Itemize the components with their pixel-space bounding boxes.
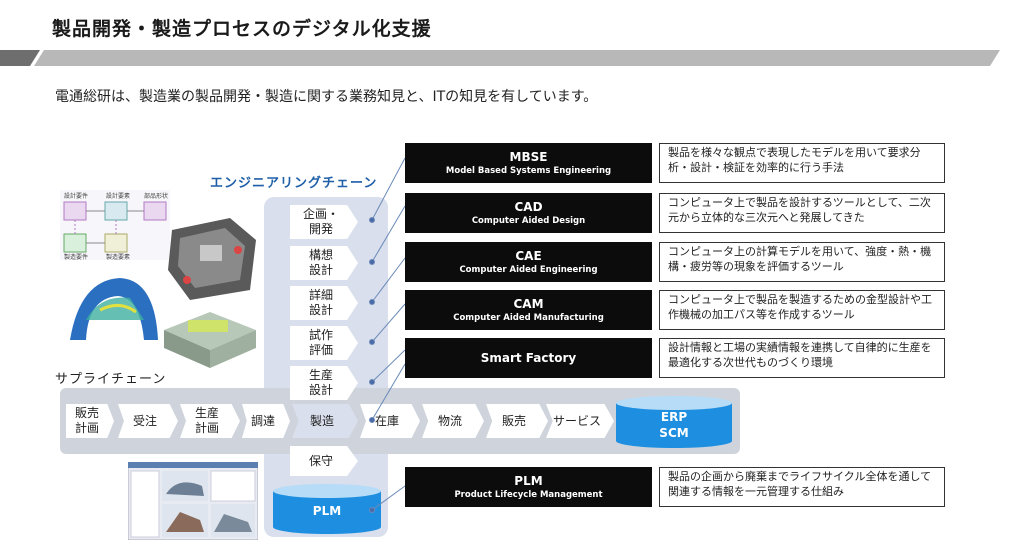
cad-part-image bbox=[168, 218, 256, 300]
diagram-label-design-spec: 設計要素 bbox=[106, 192, 130, 200]
eng-step-prototype-eval: 試作 評価 bbox=[290, 326, 358, 360]
plm-database-icon bbox=[273, 484, 381, 534]
eng-step-concept-design: 構想 設計 bbox=[290, 246, 358, 280]
tool-box-mbse: MBSE Model Based Systems Engineering bbox=[405, 143, 652, 183]
sc-step-procurement: 調達 bbox=[242, 404, 290, 438]
diagram-label-mfg-spec: 製造要素 bbox=[106, 253, 130, 261]
tool-fullname-plm: Product Lifecycle Management bbox=[454, 490, 603, 500]
tool-name-cam: CAM bbox=[513, 297, 544, 311]
tool-fullname-cam: Computer Aided Manufacturing bbox=[453, 313, 604, 323]
engineering-illustration: 設計要件 設計要素 部品形状 製造要件 製造要素 bbox=[60, 190, 256, 368]
tool-name-cad: CAD bbox=[514, 200, 543, 214]
page-title: 製品開発・製造プロセスのデジタル化支援 bbox=[52, 18, 432, 40]
intro-text: 電通総研は、製造業の製品開発・製造に関する業務知見と、ITの知見を有しています。 bbox=[55, 89, 598, 105]
tool-box-plm: PLM Product Lifecycle Management bbox=[405, 467, 652, 507]
tool-desc-plm: 製品の企画から廃棄までライフサイクル全体を通して関連する情報を一元管理する仕組み bbox=[659, 467, 945, 507]
tool-fullname-mbse: Model Based Systems Engineering bbox=[445, 166, 612, 176]
eng-step-planning: 企画・ 開発 bbox=[290, 205, 358, 239]
tool-desc-smart-factory: 設計情報と工場の実績情報を連携して自律的に生産を最適化する次世代ものづくり環境 bbox=[659, 338, 945, 378]
sc-step-sales: 販売 bbox=[486, 404, 548, 438]
tool-fullname-cae: Computer Aided Engineering bbox=[459, 265, 598, 275]
tool-box-cam: CAM Computer Aided Manufacturing bbox=[405, 290, 652, 330]
erp-scm-label: ERP SCM bbox=[659, 410, 689, 440]
sc-step-production-plan: 生産 計画 bbox=[180, 404, 240, 438]
plm-screenshot-image bbox=[128, 462, 258, 540]
sc-step-manufacturing: 製造 bbox=[292, 404, 358, 438]
tool-box-cae: CAE Computer Aided Engineering bbox=[405, 242, 652, 282]
plm-db-label: PLM bbox=[312, 504, 342, 518]
tool-name-cae: CAE bbox=[515, 249, 542, 263]
tool-desc-cae: コンピュータ上の計算モデルを用いて、強度・熱・機構・疲労等の現象を評価するツール bbox=[659, 242, 945, 282]
cam-mold-image bbox=[164, 312, 256, 368]
engineering-chain-label: エンジニアリングチェーン bbox=[210, 176, 378, 191]
tool-name-smart-factory: Smart Factory bbox=[480, 351, 577, 365]
supply-chain-label: サプライチェーン bbox=[55, 372, 167, 387]
tool-desc-cad: コンピュータ上で製品を設計するツールとして、二次元から立体的な三次元へと発展して… bbox=[659, 193, 945, 233]
tool-box-cad: CAD Computer Aided Design bbox=[405, 193, 652, 233]
cae-mesh-image bbox=[70, 278, 158, 340]
model-diagram-image bbox=[60, 190, 170, 260]
sc-step-sales-plan: 販売 計画 bbox=[66, 404, 114, 438]
tool-fullname-cad: Computer Aided Design bbox=[471, 216, 586, 226]
tool-desc-cam: コンピュータ上で製品を製造するための金型設計や工作機械の加工パス等を作成するツー… bbox=[659, 290, 945, 330]
tool-name-mbse: MBSE bbox=[509, 150, 548, 164]
eng-step-detail-design: 詳細 設計 bbox=[290, 286, 358, 320]
tool-box-smart-factory: Smart Factory bbox=[405, 338, 652, 378]
tool-desc-mbse: 製品を様々な観点で表現したモデルを用いて要求分析・設計・検証を効率的に行う手法 bbox=[659, 143, 945, 183]
tool-name-plm: PLM bbox=[514, 474, 543, 488]
eng-step-maintenance: 保守 bbox=[290, 446, 358, 476]
title-underline-bar bbox=[0, 50, 1000, 66]
sc-step-logistics: 物流 bbox=[422, 404, 484, 438]
diagram-label-requirements: 設計要件 bbox=[64, 192, 88, 200]
sc-step-service: サービス bbox=[546, 404, 614, 438]
sc-step-order: 受注 bbox=[118, 404, 178, 438]
erp-scm-database-icon bbox=[616, 396, 732, 448]
eng-step-production-design: 生産 設計 bbox=[290, 366, 358, 400]
diagram-label-parts-spec: 部品形状 bbox=[144, 192, 168, 200]
diagram-label-mfg-req: 製造要件 bbox=[64, 253, 88, 261]
